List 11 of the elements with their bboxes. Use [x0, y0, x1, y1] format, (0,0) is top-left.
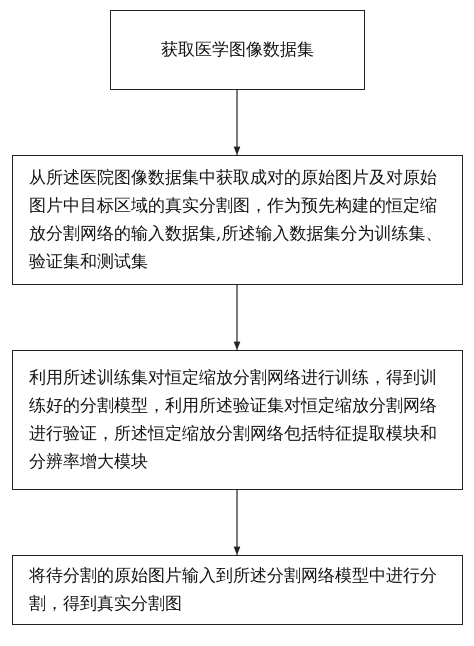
process-box: [12, 155, 463, 285]
process-box: [12, 350, 463, 490]
process-box: [12, 555, 463, 625]
arrow: [234, 285, 240, 350]
step-text: 获取医学图像数据集: [161, 38, 314, 62]
step-text: 从所述医院图像数据集中获取成对的原始图片及对原始图片中目标区域的真实分割图，作为预先构建的恒定缩放分割网络的输入数据集,所述输入数据集分为训练集、验证集和测试集: [29, 166, 444, 274]
step-text: 利用所述训练集对恒定缩放分割网络进行训练，得到训练好的分割模型，利用所述验证集对恒定缩放分割网络进行验证，所述恒定缩放分割网络包括特征提取模块和分辨率增大模块: [29, 366, 438, 474]
arrow: [234, 490, 240, 555]
arrow: [234, 90, 240, 155]
step-text: 将待分割的原始图片输入到所述分割网络模型中进行分割，得到真实分割图: [29, 564, 438, 616]
process-box: [110, 10, 365, 90]
